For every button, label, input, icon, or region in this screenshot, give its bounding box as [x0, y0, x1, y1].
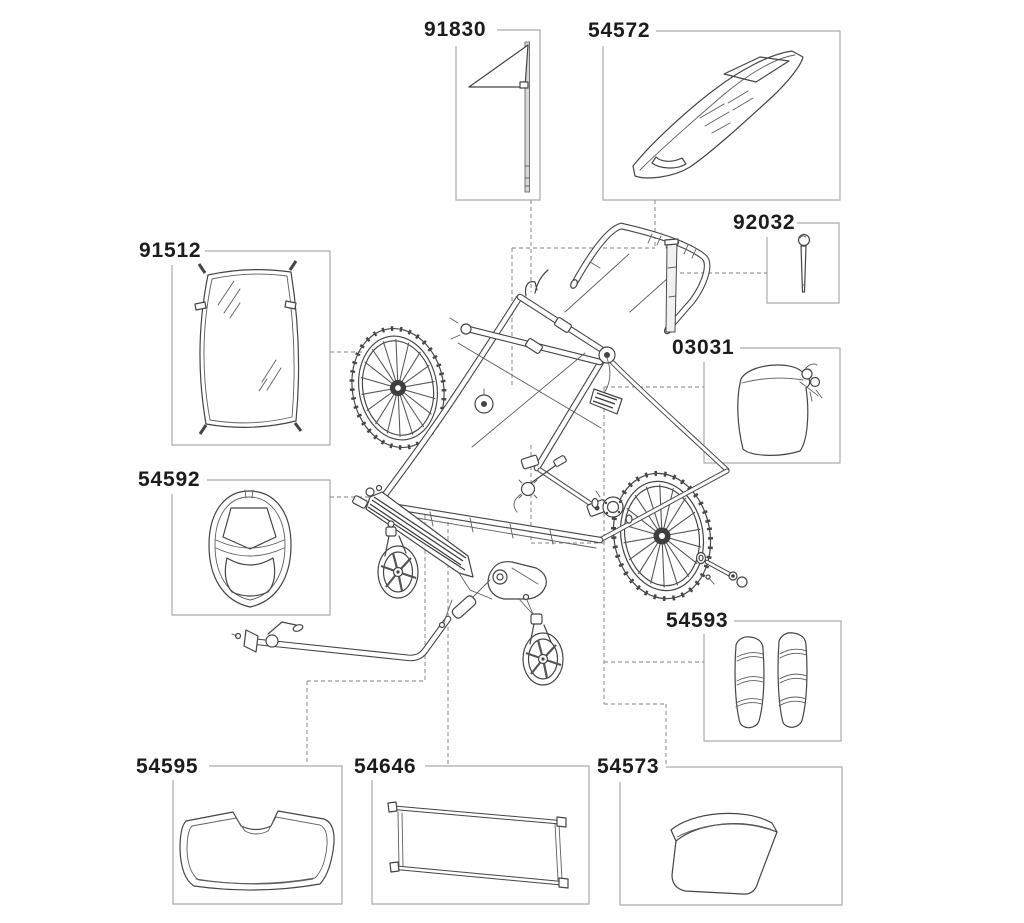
wheel-guard-drawing — [208, 489, 292, 608]
part-box-92032 — [766, 222, 840, 304]
spare-caster — [521, 593, 565, 687]
part-label-54592: 54592 — [138, 468, 201, 491]
part-box-54573 — [619, 766, 843, 906]
storage-bin-drawing — [670, 812, 778, 895]
window-panel-drawing — [194, 260, 303, 435]
part-callout-boxes — [171, 29, 843, 906]
part-box-54595 — [172, 765, 343, 905]
part-box-03031 — [703, 347, 841, 464]
part-label-92032: 92032 — [733, 211, 796, 234]
tray-drawing — [179, 810, 335, 891]
part-box-54572 — [602, 30, 841, 201]
part-label-03031: 03031 — [672, 336, 735, 359]
part-label-54593: 54593 — [666, 609, 729, 632]
seat-pads-drawing — [734, 632, 808, 729]
front-caster — [376, 520, 420, 600]
part-box-91830 — [455, 29, 541, 201]
part-box-54646 — [371, 765, 590, 905]
part-box-54592 — [171, 479, 331, 616]
cover-panel-drawing — [632, 50, 804, 179]
main-assembly-drawing — [231, 226, 748, 687]
part-label-54573: 54573 — [597, 755, 660, 778]
part-label-54595: 54595 — [136, 755, 199, 778]
left-wheel — [343, 321, 454, 455]
part-box-91512 — [171, 250, 331, 446]
storage-bag-drawing — [737, 363, 823, 456]
part-label-91830: 91830 — [424, 18, 487, 41]
flag-drawing — [468, 41, 530, 193]
pin-drawing — [797, 233, 811, 293]
part-label-91512: 91512 — [139, 239, 202, 262]
sling-drawing — [387, 801, 569, 889]
part-label-54646: 54646 — [354, 755, 417, 778]
part-label-54572: 54572 — [588, 19, 651, 42]
part-box-54593 — [703, 620, 842, 742]
